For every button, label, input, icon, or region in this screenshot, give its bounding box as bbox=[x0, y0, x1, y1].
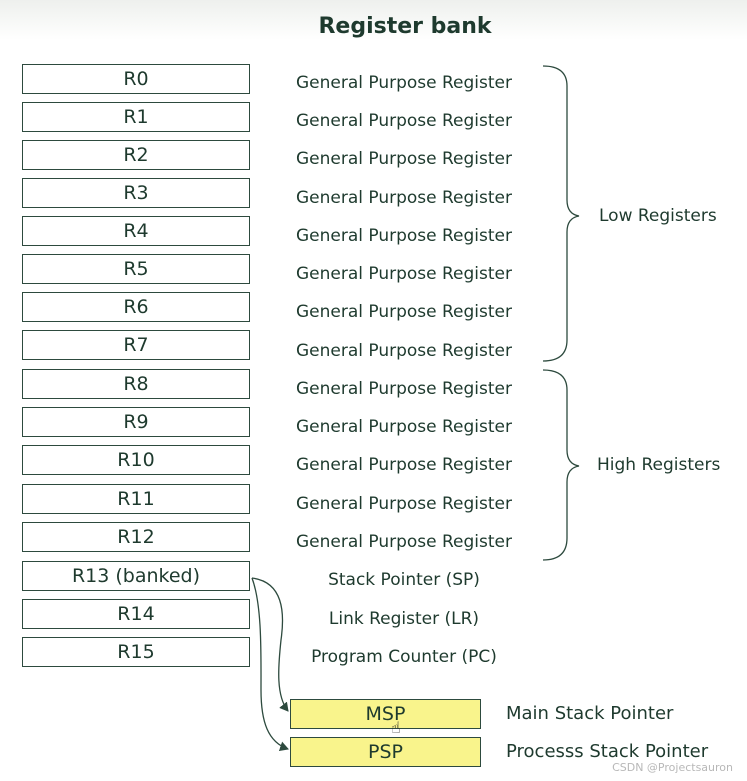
register-description-r12: General Purpose Register bbox=[295, 532, 513, 552]
register-box-r7: R7 bbox=[22, 330, 250, 360]
register-description-r15: Program Counter (PC) bbox=[311, 647, 497, 667]
register-description-r0: General Purpose Register bbox=[295, 73, 513, 93]
register-description-r2: General Purpose Register bbox=[295, 149, 513, 169]
r13-to-msp-arrow bbox=[251, 577, 289, 712]
register-description-r9: General Purpose Register bbox=[295, 417, 513, 437]
register-box-r11: R11 bbox=[22, 484, 250, 514]
register-box-r0: R0 bbox=[22, 64, 250, 94]
register-box-r3: R3 bbox=[22, 178, 250, 208]
register-box-r8: R8 bbox=[22, 369, 250, 399]
register-box-r5: R5 bbox=[22, 254, 250, 284]
register-description-r13: Stack Pointer (SP) bbox=[328, 570, 480, 590]
register-box-r15: R15 bbox=[22, 637, 250, 667]
msp-box: MSP bbox=[290, 699, 481, 729]
register-description-r4: General Purpose Register bbox=[295, 226, 513, 246]
register-box-r12: R12 bbox=[22, 522, 250, 552]
register-description-r3: General Purpose Register bbox=[295, 188, 513, 208]
msp-description: Main Stack Pointer bbox=[506, 703, 674, 724]
register-box-r13: R13 (banked) bbox=[22, 561, 250, 591]
register-description-r10: General Purpose Register bbox=[295, 455, 513, 475]
register-description-r14: Link Register (LR) bbox=[328, 609, 480, 629]
register-description-r6: General Purpose Register bbox=[295, 302, 513, 322]
low-registers-label: Low Registers bbox=[599, 206, 717, 226]
register-description-r7: General Purpose Register bbox=[295, 341, 513, 361]
register-description-r11: General Purpose Register bbox=[295, 494, 513, 514]
register-box-r6: R6 bbox=[22, 292, 250, 322]
register-description-r1: General Purpose Register bbox=[295, 111, 513, 131]
register-box-r1: R1 bbox=[22, 102, 250, 132]
hand-cursor-icon: ☝ bbox=[391, 718, 401, 737]
register-box-r14: R14 bbox=[22, 599, 250, 629]
register-box-r10: R10 bbox=[22, 445, 250, 475]
psp-description: Processs Stack Pointer bbox=[506, 741, 709, 762]
register-box-r2: R2 bbox=[22, 140, 250, 170]
psp-box: PSP bbox=[290, 737, 481, 767]
high-registers-label: High Registers bbox=[597, 455, 721, 475]
diagram-title: Register bank bbox=[318, 14, 492, 39]
register-description-r5: General Purpose Register bbox=[295, 264, 513, 284]
register-description-r8: General Purpose Register bbox=[295, 379, 513, 399]
watermark: CSDN @Projectsauron bbox=[612, 761, 733, 774]
register-box-r4: R4 bbox=[22, 216, 250, 246]
register-box-r9: R9 bbox=[22, 407, 250, 437]
